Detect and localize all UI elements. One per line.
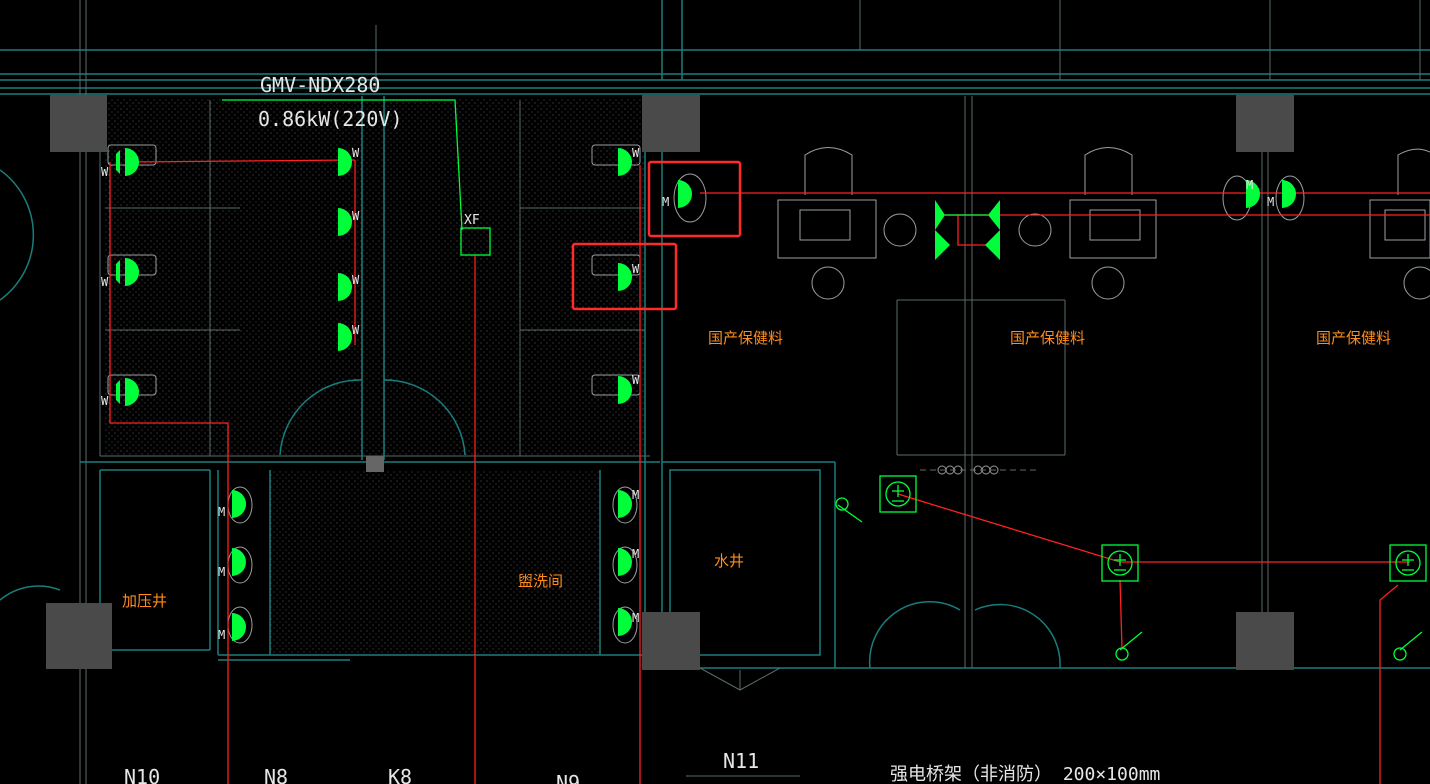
marker-w: W bbox=[101, 394, 109, 408]
room-label-2: 国产保健料 bbox=[1010, 329, 1085, 347]
wall-lights-w bbox=[116, 148, 632, 406]
marker-m: M bbox=[1267, 195, 1274, 209]
lights-m bbox=[232, 180, 1296, 641]
marker-w: W bbox=[101, 165, 109, 179]
gridline-n10: N10 bbox=[124, 765, 160, 784]
marker-m: M bbox=[218, 505, 225, 519]
marker-w: W bbox=[352, 209, 360, 223]
gridline-n9: N9 bbox=[556, 771, 580, 784]
room-label-pressure-shaft: 加压井 bbox=[122, 592, 167, 610]
marker-m: M bbox=[1246, 178, 1253, 192]
cable-tray-label: 强电桥架（非消防） 200×100mm bbox=[890, 764, 1160, 784]
office-lamp-pair bbox=[935, 200, 1000, 260]
room-label-water-shaft: 水井 bbox=[714, 552, 744, 570]
fan-tag: XF bbox=[464, 213, 480, 228]
floor-tile-pattern bbox=[105, 98, 645, 655]
marker-m: M bbox=[632, 611, 639, 625]
marker-m: M bbox=[218, 565, 225, 579]
equipment-leader-lines bbox=[222, 99, 1423, 661]
marker-w: W bbox=[632, 262, 640, 276]
marker-w: W bbox=[352, 273, 360, 287]
room-label-3: 国产保健料 bbox=[1316, 329, 1391, 347]
marker-w: W bbox=[352, 146, 360, 160]
gridline-labels: N10 N8 K8 N9 N11 bbox=[124, 749, 759, 784]
equipment-model: GMV-NDX280 bbox=[260, 73, 380, 97]
gridline-n11: N11 bbox=[723, 749, 759, 773]
marker-w: W bbox=[632, 373, 640, 387]
marker-m: M bbox=[218, 628, 225, 642]
electrical-circuit-lines bbox=[109, 159, 1430, 784]
highlight-boxes bbox=[571, 160, 742, 311]
marker-m: M bbox=[632, 488, 639, 502]
equipment-power: 0.86kW(220V) bbox=[258, 107, 403, 131]
marker-w: W bbox=[632, 146, 640, 160]
marker-m: M bbox=[662, 195, 669, 209]
device-markers: W W W W W W W W W W M M M M M M M M M bbox=[101, 146, 1274, 642]
office-furniture bbox=[673, 147, 1430, 475]
room-labels: 国产保健料 国产保健料 国产保健料 盥洗间 水井 加压井 bbox=[122, 329, 1391, 610]
gridline-n8: N8 bbox=[264, 765, 288, 784]
socket-outlets bbox=[879, 475, 1427, 582]
room-label-washroom: 盥洗间 bbox=[518, 572, 563, 590]
gridline-k8: K8 bbox=[388, 765, 412, 784]
marker-w: W bbox=[101, 275, 109, 289]
equipment-label: GMV-NDX280 0.86kW(220V) XF bbox=[258, 73, 480, 228]
marker-m: M bbox=[632, 547, 639, 561]
structural-columns bbox=[46, 95, 1294, 670]
room-label-1: 国产保健料 bbox=[708, 329, 783, 347]
marker-w: W bbox=[352, 323, 360, 337]
